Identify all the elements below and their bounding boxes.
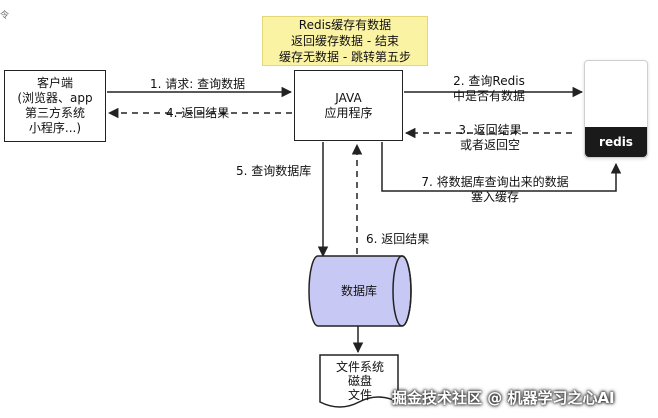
redis-label: redis <box>585 127 647 157</box>
cache-note: Redis缓存有数据 返回缓存数据 - 结束 缓存无数据 - 跳转第五步 <box>262 16 428 66</box>
arrow-step7-fill-cache <box>381 142 622 192</box>
step6-label: 6. 返回结果 <box>366 232 430 246</box>
note-line-2: 返回缓存数据 - 结束 <box>291 34 399 48</box>
step2-line-2: 中是否有数据 <box>452 89 525 103</box>
filesystem-line-1: 文件系统 <box>335 360 384 374</box>
step2-label: 2. 查询Redis 中是否有数据 <box>434 74 544 104</box>
client-line-4: 小程序...) <box>28 121 82 135</box>
redis-node: redis <box>584 60 648 158</box>
step4-label: 4. 返回结果 <box>166 106 230 120</box>
step3-label: 3. 返回结果 或者返回空 <box>440 123 540 153</box>
corner-glyph: 令 <box>0 11 10 21</box>
step1-label: 1. 请求: 查询数据 <box>150 77 246 91</box>
client-node: 客户端 (浏览器、app 第三方系统 小程序...) <box>4 70 106 142</box>
client-line-3: 第三方系统 <box>24 106 85 120</box>
step7-line-2: 塞入缓存 <box>470 190 519 204</box>
filesystem-line-3: 文件 <box>347 388 372 402</box>
database-cylinder-icon <box>308 255 412 327</box>
step7-line-1: 7. 将数据库查询出来的数据 <box>421 175 569 189</box>
filesystem-line-2: 磁盘 <box>347 374 372 388</box>
step7-label: 7. 将数据库查询出来的数据 塞入缓存 <box>410 175 580 205</box>
step3-line-1: 3. 返回结果 <box>458 123 522 137</box>
java-line-1: JAVA <box>335 90 362 105</box>
filesystem-label: 文件系统 磁盘 文件 <box>324 360 396 402</box>
note-line-3: 缓存无数据 - 跳转第五步 <box>279 50 411 64</box>
database-label: 数据库 <box>340 284 377 298</box>
step3-line-2: 或者返回空 <box>459 138 520 152</box>
step5-label: 5. 查询数据库 <box>236 164 312 178</box>
step2-line-1: 2. 查询Redis <box>453 74 525 88</box>
java-line-2: 应用程序 <box>324 105 373 120</box>
watermark: 掘金技术社区 @ 机器学习之心AI <box>392 389 615 407</box>
note-line-1: Redis缓存有数据 <box>298 18 392 32</box>
client-line-1: 客户端 <box>36 76 73 90</box>
client-line-2: (浏览器、app <box>17 91 93 105</box>
document-icon <box>319 354 399 408</box>
java-app-node: JAVA 应用程序 <box>294 70 403 141</box>
